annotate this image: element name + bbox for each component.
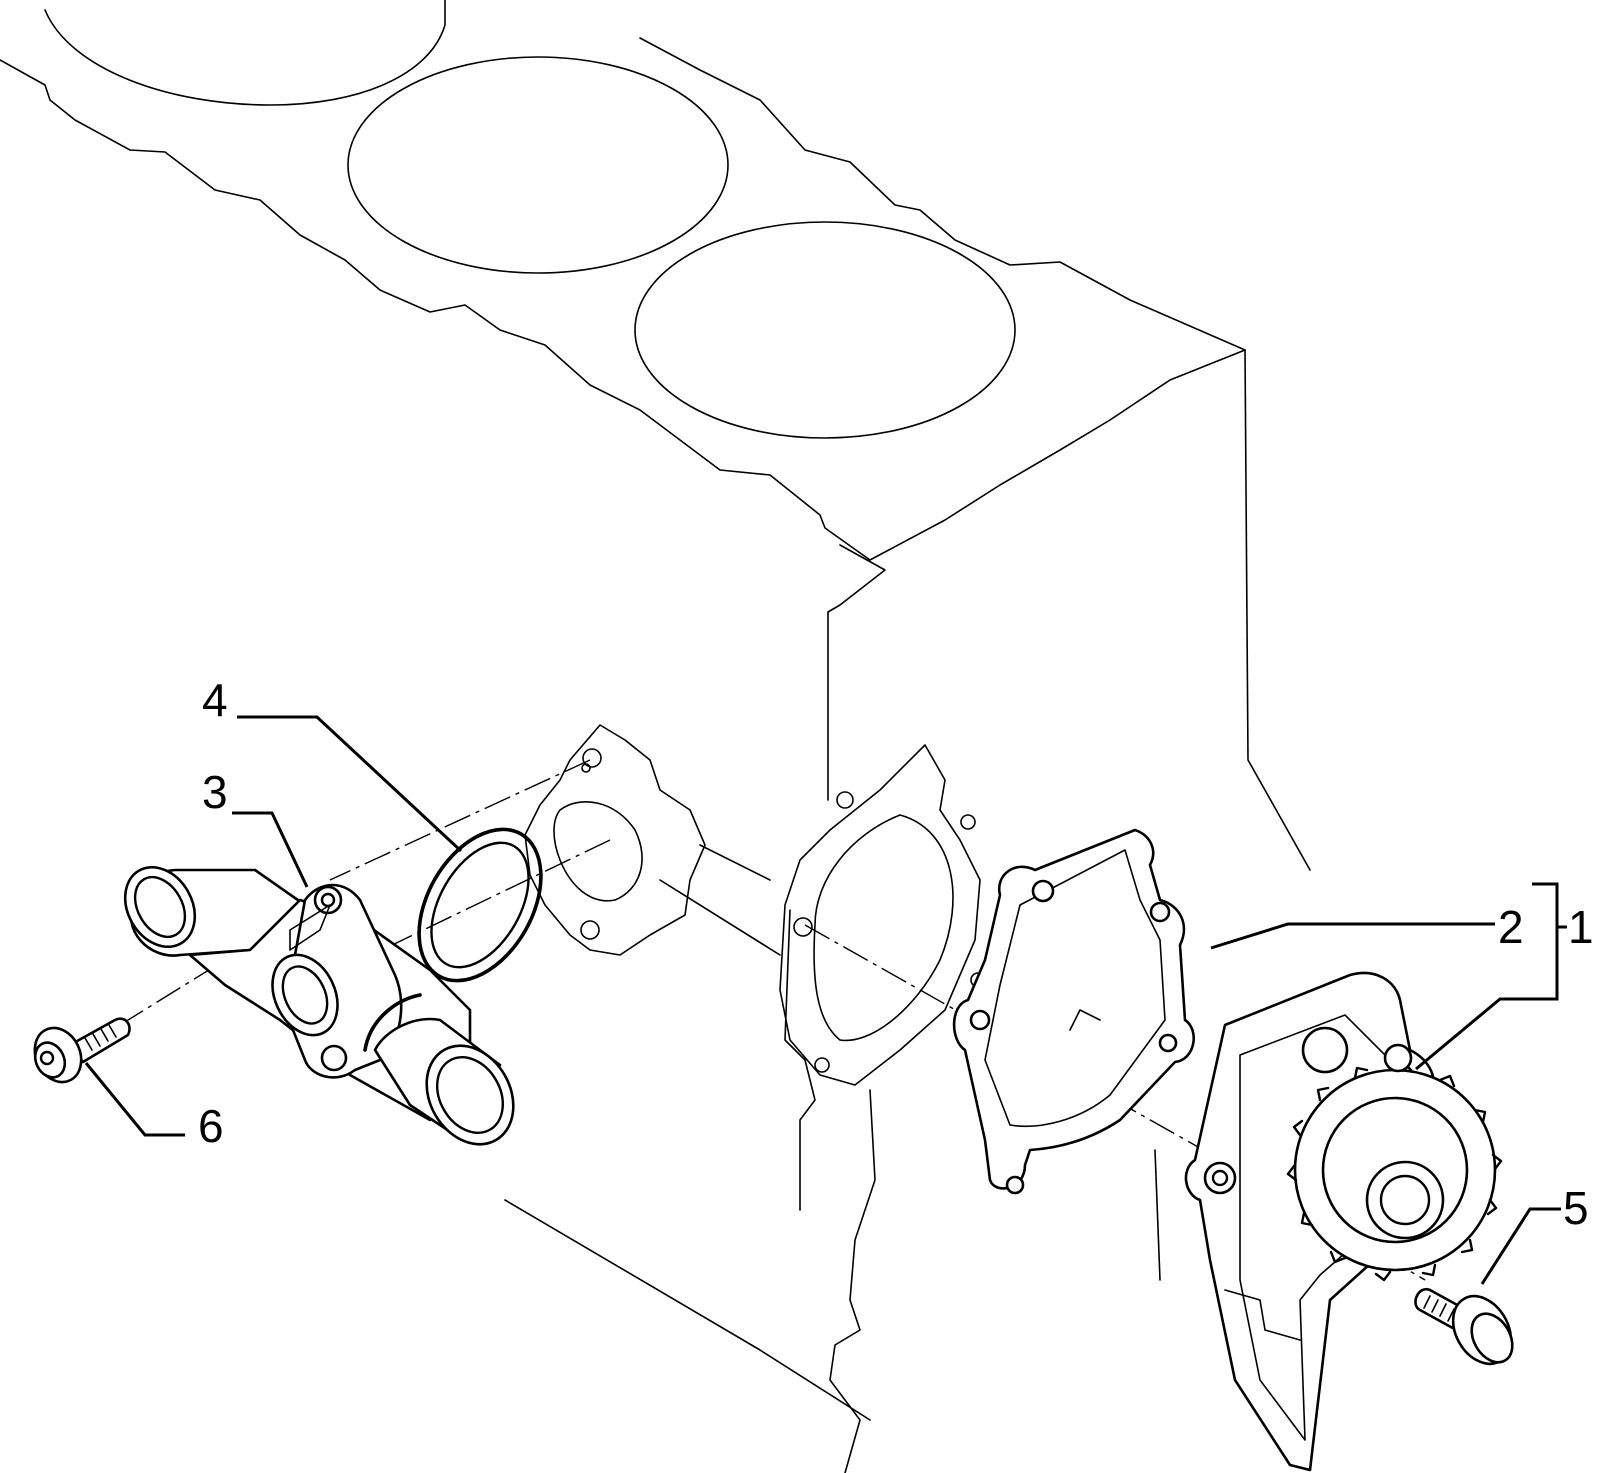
callout-4: 4 [202,674,228,726]
thermostat-housing [123,865,515,1146]
water-pump-gasket [952,828,1195,1195]
callout-1: 1 [1568,901,1594,953]
bolt-thermostat [33,1017,131,1084]
callout-labels: 1 2 3 4 5 6 [198,674,1594,1234]
bolt-water-pump [1414,1287,1514,1366]
engine-block [0,0,1311,1473]
leader-lines [84,715,1567,1285]
o-ring [417,827,543,983]
drive-sprocket [1286,1060,1503,1282]
callout-5: 5 [1563,1182,1589,1234]
callout-6: 6 [198,1100,224,1152]
water-pump [1184,971,1503,1472]
callout-2: 2 [1498,901,1524,953]
callout-3: 3 [202,766,228,818]
